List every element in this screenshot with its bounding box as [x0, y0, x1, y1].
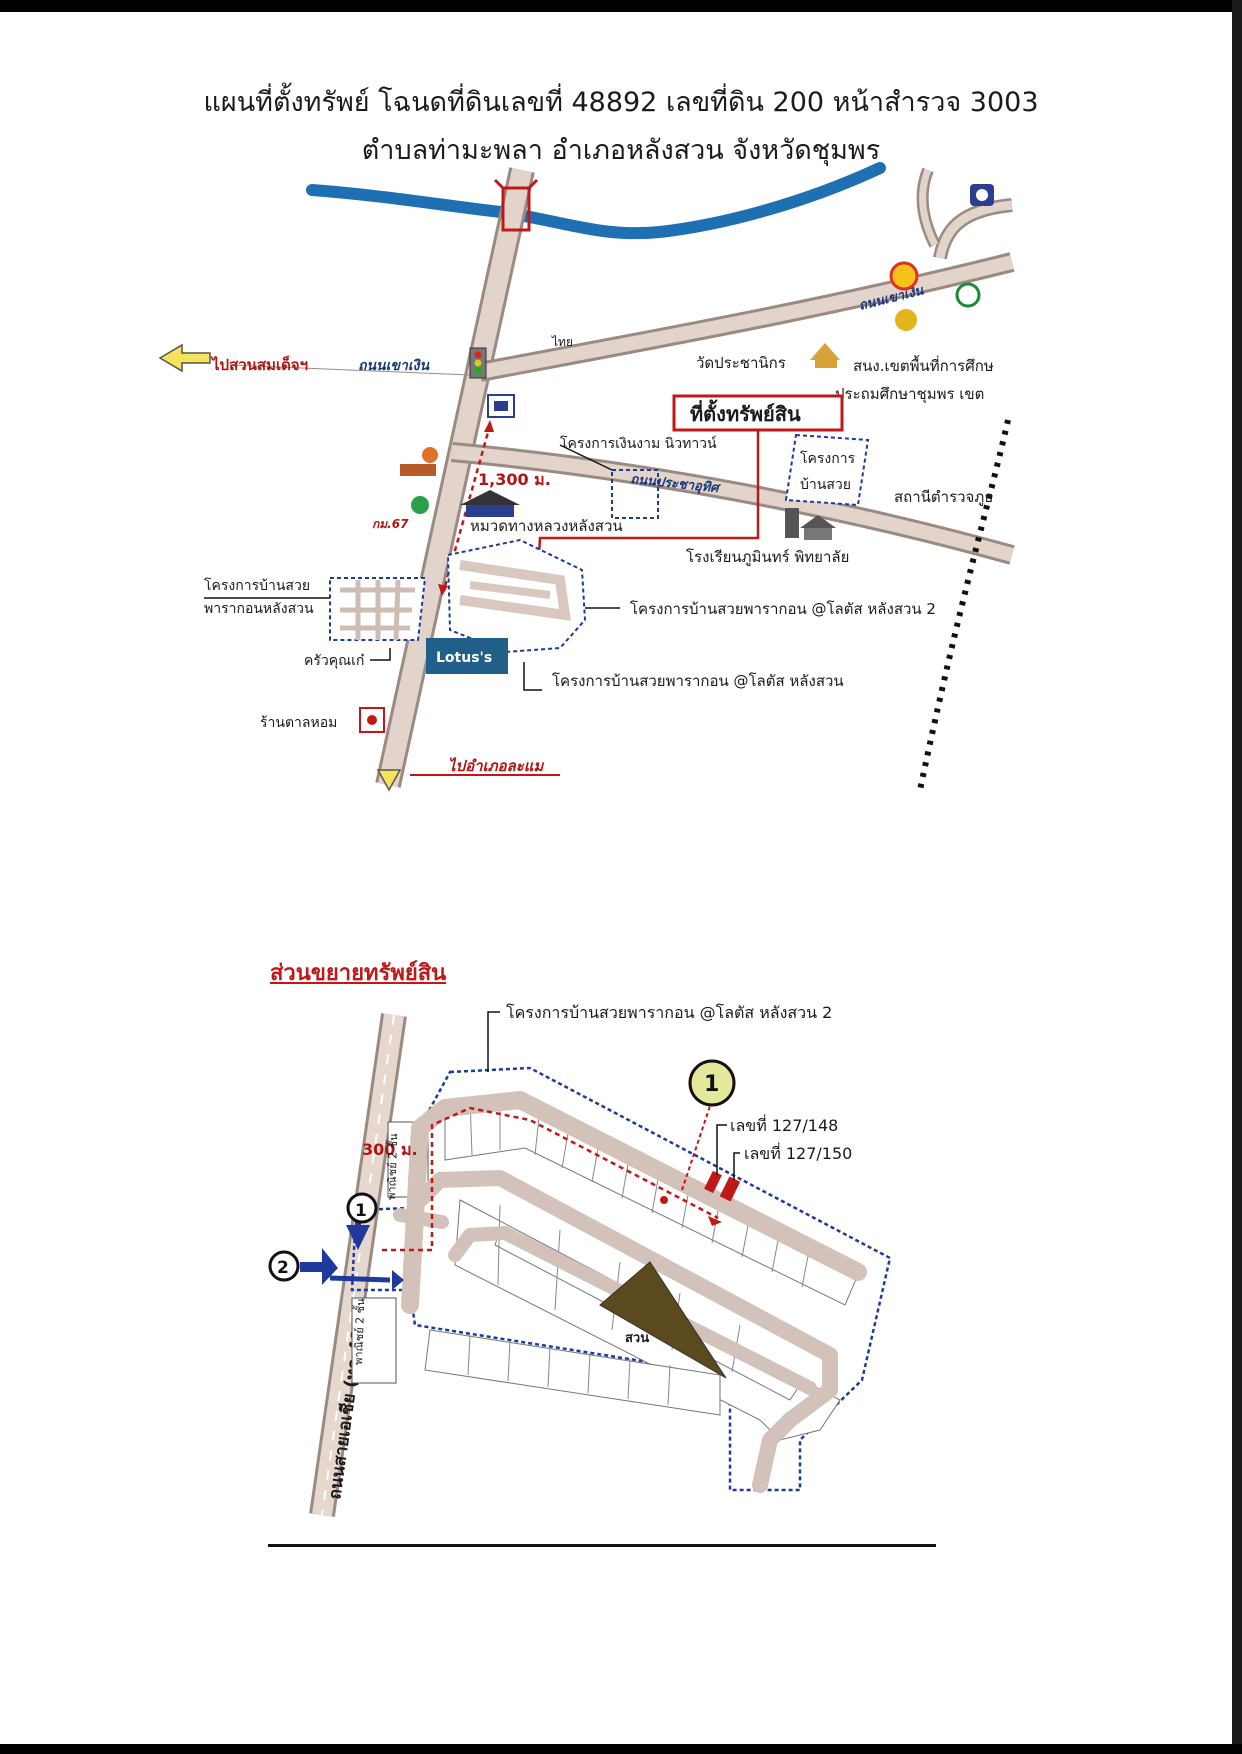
bank-icon	[970, 184, 994, 206]
property-location-box	[672, 394, 844, 432]
label-project-left-2: พารากอนหลังสวน	[204, 601, 314, 617]
label-to-lamae: ไปอำเภอละแม	[448, 757, 544, 775]
label-project-left-1: โครงการบ้านสวย	[204, 577, 310, 594]
krungsri-icon	[895, 309, 917, 331]
shop-pin-icon	[359, 707, 385, 733]
enlarged-map-heading: ส่วนขยายทรัพย์สิน	[270, 961, 447, 986]
river	[306, 162, 886, 240]
traffic-light-icon	[469, 347, 487, 379]
lotus-store-icon	[426, 638, 508, 674]
shop-icon-2	[411, 496, 429, 514]
arrow-down-icon	[376, 769, 402, 792]
label-km67: กม.67	[372, 517, 409, 531]
school-building-icon	[785, 508, 836, 540]
label-project-ngoen-ngam: โครงการเงินงาม นิวทาวน์	[560, 435, 717, 452]
label-station: สถานีตำรวจภูธ	[894, 488, 993, 506]
label-project-ban-suay-1: โครงการ	[800, 450, 856, 467]
bridge-icon	[493, 178, 539, 232]
scan-border-right	[1232, 0, 1242, 1754]
scan-border-top	[0, 0, 1242, 12]
label-school: โรงเรียนภูมินทร์ พิทยาลัย	[686, 548, 849, 566]
label-wat: วัดประชานิกร	[696, 354, 786, 372]
label-thai: ไทย	[551, 335, 573, 349]
school-icon-small	[487, 394, 515, 418]
highway-office-icon	[460, 490, 520, 517]
document-title-line2: ตำบลท่ามะพลา อำเภอหลังสวน จังหวัดชุมพร	[361, 135, 881, 166]
label-project-lotus: โครงการบ้านสวยพารากอน @โลตัส หลังสวน	[552, 672, 844, 690]
project-ngoen-ngam-boundary	[611, 469, 659, 519]
label-project-ban-suay-2: บ้านสวย	[800, 477, 851, 493]
bottom-divider-line	[268, 1544, 936, 1547]
label-office-line1: สนง.เขตพื้นที่การศึกษ	[853, 355, 994, 375]
label-office-line2: ประถมศึกษาชุมพร เขต	[835, 385, 984, 404]
label-project-lotus2: โครงการบ้านสวยพารากอน @โลตัส หลังสวน 2	[630, 600, 936, 618]
label-restaurant: ครัวคุณเก๋	[304, 653, 364, 669]
arrow-left-icon	[158, 343, 211, 373]
kasikorn-bank-icon	[955, 282, 981, 308]
project-ban-suay-boundary	[784, 433, 870, 507]
shell-icon	[889, 261, 919, 291]
document-title-line1: แผนที่ตั้งทรัพย์ โฉนดที่ดินเลขที่ 48892 …	[203, 87, 1039, 118]
label-lotus: Lotus's	[436, 650, 492, 666]
temple-icon	[810, 343, 840, 368]
scan-border-bottom	[0, 1744, 1242, 1754]
label-highway-office: หมวดทางหลวงหลังสวน	[470, 517, 623, 535]
shop-icon-1	[400, 447, 438, 476]
label-distance-1300: 1,300 ม.	[478, 470, 551, 489]
label-shop: ร้านตาลหอม	[260, 715, 337, 731]
label-road-khao-ngoen-west: ถนนเขาเงิน	[358, 358, 430, 374]
label-to-sawan-somdet: ไปสวนสมเด็จฯ	[210, 355, 308, 374]
railway	[917, 419, 1011, 791]
label-property-location: ที่ตั้งทรัพย์สิน	[690, 399, 801, 426]
